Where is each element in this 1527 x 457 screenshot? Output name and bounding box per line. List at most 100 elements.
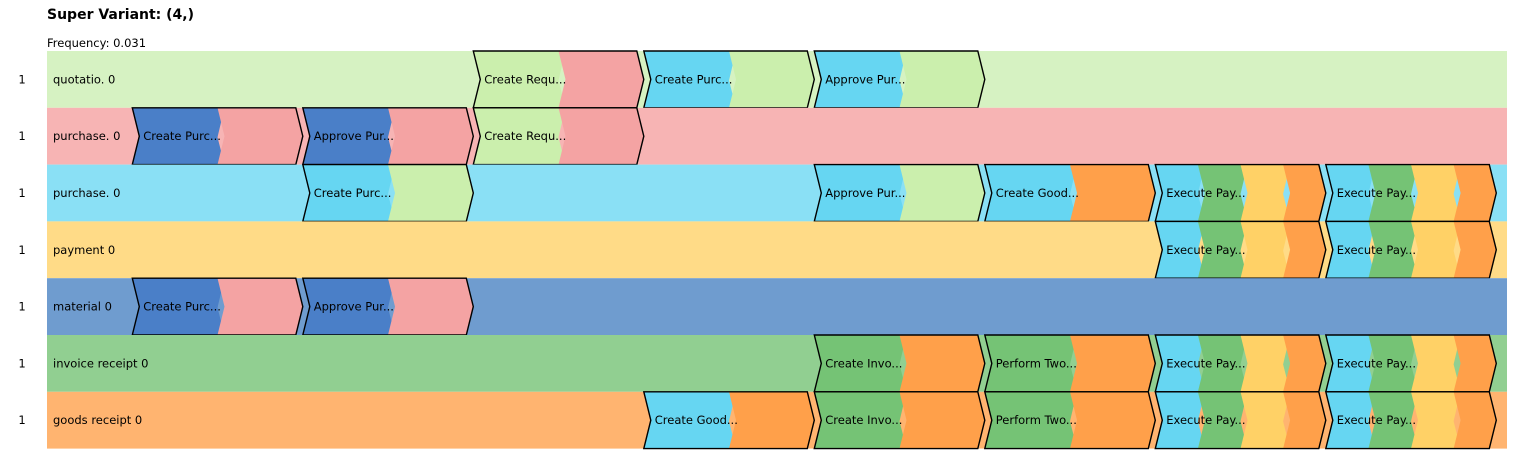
activity-segment	[1411, 221, 1461, 279]
activity-chevron[interactable]: Perform Two...	[983, 391, 1163, 450]
activity-chevron[interactable]: Execute Pay...	[1154, 391, 1333, 450]
activity-segment	[1155, 164, 1205, 222]
activity-segment	[302, 164, 395, 222]
activity-segment	[1411, 164, 1461, 222]
activity-chevron[interactable]: Create Invo...	[813, 334, 992, 393]
lane-count: 1	[18, 413, 25, 427]
activity-label: Create Requ...	[484, 72, 566, 86]
activity-chevron[interactable]: Execute Pay...	[1154, 163, 1333, 223]
activity-segment	[1070, 164, 1156, 222]
lane-label: purchase. 0	[53, 186, 120, 200]
activity-chevron[interactable]: Execute Pay...	[1154, 334, 1333, 393]
activity-chevron[interactable]: Create Purc...	[131, 107, 310, 166]
activity-segment	[984, 335, 1077, 392]
activity-chevron[interactable]: Approve Pur...	[813, 50, 992, 109]
activity-label: Approve Pur...	[314, 129, 394, 143]
activity-segment	[1453, 391, 1497, 449]
activity-segment	[1155, 221, 1205, 279]
activity-outline	[1154, 391, 1327, 450]
activity-label: Execute Pay...	[1166, 356, 1245, 370]
activity-label: Approve Pur...	[825, 72, 905, 86]
activity-segment	[388, 278, 474, 335]
activity-label: Create Purc...	[314, 186, 392, 200]
activity-chevron[interactable]: Execute Pay...	[1324, 391, 1504, 450]
activity-segment	[132, 107, 225, 165]
lane-count: 1	[18, 356, 25, 370]
activity-segment	[643, 51, 736, 108]
lane-count: 1	[18, 186, 25, 200]
activity-chevron[interactable]: Create Good...	[983, 163, 1163, 223]
activity-label: Create Purc...	[143, 129, 221, 143]
activity-segment	[1283, 164, 1326, 222]
variant-frequency: Frequency: 0.031	[47, 36, 147, 50]
activity-segment	[899, 335, 985, 392]
activity-segment	[899, 391, 985, 449]
activity-label: Execute Pay...	[1337, 356, 1416, 370]
activity-chevron[interactable]: Execute Pay...	[1324, 334, 1504, 393]
lane-count: 1	[18, 129, 25, 143]
activity-chevron[interactable]: Create Purc...	[301, 163, 481, 223]
activity-label: Create Purc...	[655, 72, 733, 86]
activity-segment	[1155, 335, 1205, 392]
activity-segment	[558, 107, 644, 165]
lane-count: 1	[18, 243, 25, 257]
activity-segment	[388, 164, 474, 222]
activity-chevron[interactable]: Execute Pay...	[1154, 220, 1333, 279]
activity-chevron[interactable]: Approve Pur...	[813, 163, 992, 223]
activity-segment	[1240, 164, 1291, 222]
activity-chevron[interactable]: Create Requ...	[472, 107, 651, 166]
activity-chevron[interactable]: Execute Pay...	[1324, 163, 1504, 223]
activity-chevron[interactable]: Create Purc...	[131, 277, 310, 336]
activity-segment	[473, 51, 566, 108]
activity-chevron[interactable]: Create Good...	[642, 391, 822, 450]
activity-chevron[interactable]: Create Purc...	[642, 50, 822, 109]
activity-label: Execute Pay...	[1166, 186, 1245, 200]
activity-segment	[1325, 221, 1376, 279]
activity-segment	[473, 107, 566, 165]
activity-chevron[interactable]: Create Requ...	[472, 50, 651, 109]
activity-segment	[1197, 391, 1248, 449]
activity-segment	[729, 391, 815, 449]
activity-segment	[814, 51, 907, 108]
variant-title: Super Variant: (4,)	[47, 7, 194, 23]
lane-label: material 0	[53, 300, 112, 314]
activity-chevron[interactable]: Create Invo...	[813, 391, 992, 450]
activity-label: Perform Two...	[996, 413, 1077, 427]
activity-segment	[1411, 391, 1461, 449]
lane-6: 1 goods receipt 0 Create Good...Create Inv…	[18, 391, 1507, 450]
activity-segment	[899, 51, 985, 108]
activity-segment	[1070, 391, 1156, 449]
activity-segment	[1240, 335, 1291, 392]
activity-segment	[1453, 335, 1497, 392]
activity-chevron[interactable]: Execute Pay...	[1324, 220, 1504, 279]
activity-label: Create Purc...	[143, 300, 221, 314]
lane-label: quotatio. 0	[53, 72, 115, 86]
activity-segment	[302, 278, 395, 335]
activity-chevron[interactable]: Approve Pur...	[301, 107, 481, 166]
activity-segment	[1325, 335, 1376, 392]
activity-segment	[1155, 391, 1205, 449]
activity-segment	[1240, 391, 1291, 449]
activity-segment	[1197, 164, 1248, 222]
activity-segment	[814, 335, 907, 392]
activity-segment	[984, 164, 1077, 222]
activity-segment	[643, 391, 736, 449]
activity-label: Execute Pay...	[1166, 243, 1245, 257]
activity-label: Perform Two...	[996, 356, 1077, 370]
lane-label: goods receipt 0	[53, 413, 142, 427]
activity-segment	[729, 51, 815, 108]
activity-chevron[interactable]: Approve Pur...	[301, 277, 481, 336]
activity-segment	[217, 107, 303, 165]
activity-segment	[1240, 221, 1291, 279]
activity-chevron[interactable]: Perform Two...	[983, 334, 1163, 393]
activity-segment	[1411, 335, 1461, 392]
activity-outline	[642, 391, 816, 450]
activity-outline	[1324, 391, 1498, 450]
activity-label: Execute Pay...	[1166, 413, 1245, 427]
